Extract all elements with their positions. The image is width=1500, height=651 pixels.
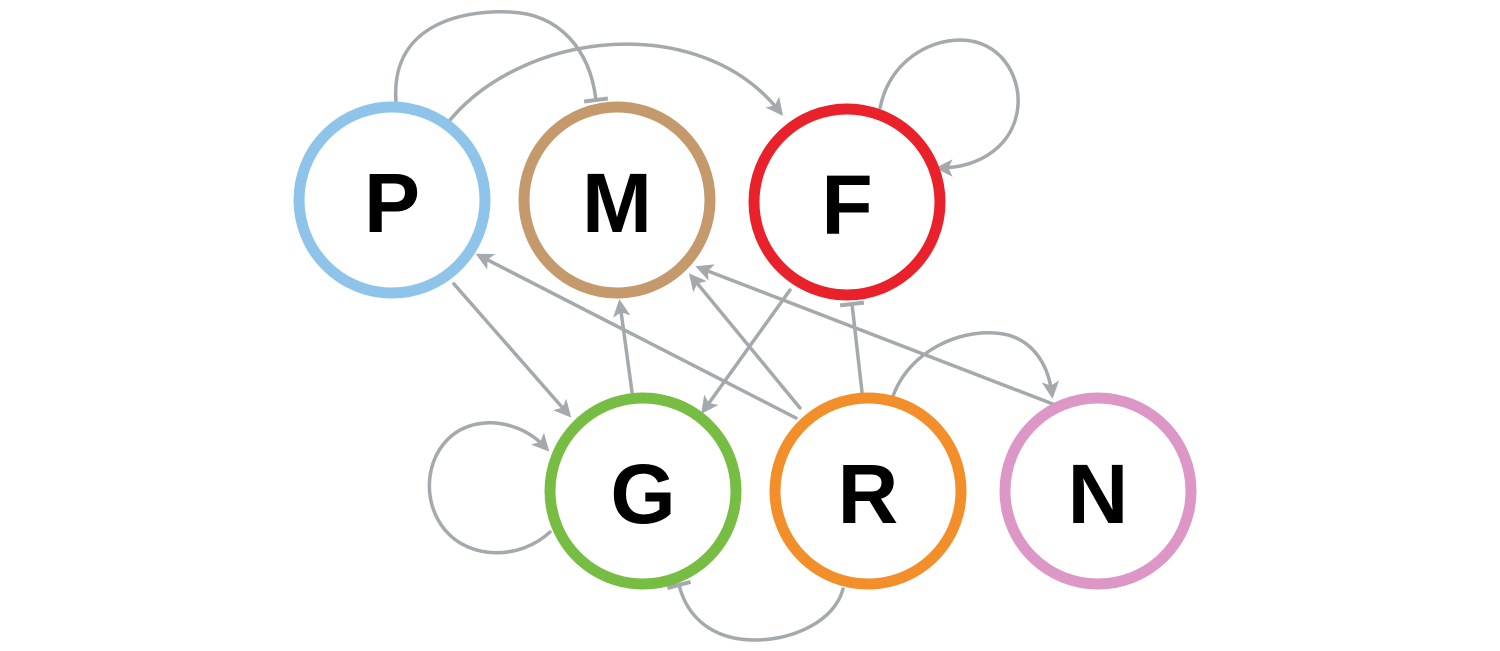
node-circle-p [293, 101, 491, 299]
node-circle-m [518, 101, 716, 299]
node-p: P [293, 101, 491, 299]
edge-r-to-f-inhibition [850, 302, 864, 394]
inhibition-bar [839, 300, 865, 308]
node-label-r: R [838, 447, 899, 541]
node-circle-f [748, 103, 946, 301]
nodes: P M F G R N [293, 101, 1197, 590]
node-r: R [769, 392, 967, 590]
edges [394, 10, 1060, 642]
edge-p-to-m-inhibition [394, 10, 598, 104]
edge-r-to-p-activation [475, 253, 798, 420]
edge-g-to-m-activation [613, 299, 634, 394]
node-n: N [999, 392, 1197, 590]
edge-g-self-activation [427, 421, 552, 555]
edge-f-to-g-activation [701, 288, 792, 414]
node-m: M [518, 101, 716, 299]
node-label-g: G [610, 447, 675, 541]
node-circle-r [769, 392, 967, 590]
node-label-n: N [1068, 447, 1129, 541]
node-label-p: P [364, 156, 420, 250]
edge-r-to-n-activation [891, 330, 1060, 399]
edge-p-to-g-activation [452, 282, 572, 418]
inhibition-bar [666, 579, 692, 591]
node-circle-g [544, 392, 742, 590]
edge-n-to-m-activation [695, 264, 1060, 408]
node-g: G [544, 392, 742, 590]
node-f: F [748, 103, 946, 301]
edge-f-self-activation [878, 38, 1020, 177]
edge-r-to-g-inhibition [677, 583, 845, 642]
node-label-m: M [582, 156, 652, 250]
edge-p-to-f-activation [444, 42, 784, 127]
node-label-f: F [821, 158, 872, 252]
edge-r-to-m-activation [688, 273, 802, 410]
node-circle-n [999, 392, 1197, 590]
inhibition-bar [583, 96, 609, 104]
